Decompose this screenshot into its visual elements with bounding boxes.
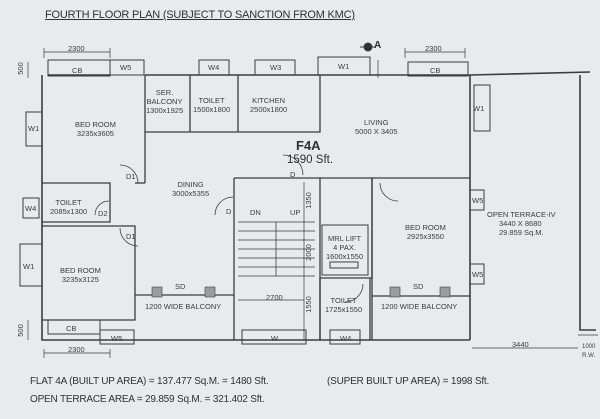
dim-top-left: 2300: [68, 44, 85, 53]
label-w1-right: W1: [473, 104, 485, 113]
dim-bottom-left: 2300: [68, 345, 85, 354]
footer-super-built-up-area: (SUPER BUILT UP AREA) = 1998 Sft.: [327, 376, 490, 387]
door-swings: [94, 154, 399, 303]
label-w4-left: W4: [25, 204, 37, 213]
dim-terrace-3440: 3440: [512, 340, 529, 349]
label-w5-top: W5: [120, 63, 132, 72]
sliding-doors: [151, 286, 451, 298]
bottom-projections: [47, 319, 361, 345]
label-d2: D2: [98, 209, 108, 218]
dim-stair-1550: 1550: [303, 296, 313, 313]
label-w3-top: W3: [270, 63, 282, 72]
label-w5-right-top: W5: [472, 196, 484, 205]
footer-open-terrace-area: OPEN TERRACE AREA = 29.859 Sq.M. = 321.4…: [30, 394, 265, 405]
label-d-entry: D: [290, 170, 296, 179]
label-w4-bottom: W4: [340, 334, 352, 343]
dim-500-bottom: 500: [15, 324, 25, 337]
dim-stair-2700: 2700: [266, 293, 283, 302]
label-w5-bottom: W5: [111, 334, 123, 343]
room-balcony-2: 1200 WIDE BALCONY: [381, 302, 458, 311]
dim-stair-1350: 1350: [303, 192, 313, 209]
label-cb-top-right: CB: [430, 66, 441, 75]
label-cb-top-left: CB: [72, 66, 83, 75]
flat-area: 1590 Sft.: [287, 154, 334, 166]
plan-title: FOURTH FLOOR PLAN (SUBJECT TO SANCTION F…: [45, 9, 355, 21]
dim-500-top: 500: [15, 62, 25, 75]
dimension-lines: [27, 48, 598, 358]
section-marker-label: A: [374, 40, 382, 51]
side-projections: [19, 111, 485, 287]
label-w-bottom: W: [271, 334, 279, 343]
dim-stair-2000: 2000: [303, 244, 313, 261]
footer-built-up-area: FLAT 4A (BUILT UP AREA) = 137.477 Sq.M. …: [30, 376, 269, 387]
label-up: UP: [290, 208, 301, 217]
dim-top-right: 2300: [425, 44, 442, 53]
balcony-2-door: SD: [413, 282, 424, 291]
balcony-1-door: SD: [175, 282, 186, 291]
label-d1-bed1: D1: [126, 172, 136, 181]
top-projections: [47, 56, 491, 132]
label-cb-bottom: CB: [66, 324, 77, 333]
label-w1-left-bottom: W1: [23, 262, 35, 271]
label-w5-right-bottom: W5: [472, 270, 484, 279]
label-w4-top: W4: [208, 63, 220, 72]
label-w1-top: W1: [338, 62, 350, 71]
label-w1-left-top: W1: [28, 124, 40, 133]
outer-walls: [41, 71, 596, 341]
label-d1-bed2: D1: [126, 232, 136, 241]
room-balcony-1: 1200 WIDE BALCONY: [145, 302, 222, 311]
flat-id: F4A: [296, 138, 321, 153]
lift-shaft: [321, 224, 369, 276]
label-dn: DN: [250, 208, 261, 217]
label-d-dining: D: [226, 207, 232, 216]
stair-treads: [238, 221, 315, 277]
